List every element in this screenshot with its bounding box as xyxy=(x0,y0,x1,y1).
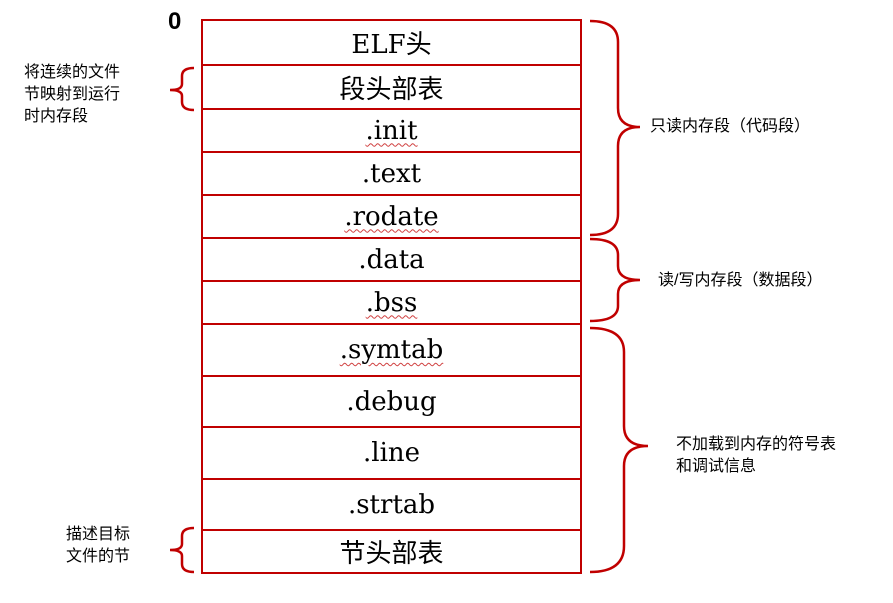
section-segment-header-table: 段头部表 xyxy=(203,66,580,110)
section-label: .init xyxy=(365,115,418,146)
elf-section-table: ELF头 段头部表 .init .text .rodate .data .bss… xyxy=(201,19,582,574)
section-label: .symtab xyxy=(339,335,444,365)
section-label: 段头部表 xyxy=(339,74,444,105)
section-symtab: .symtab xyxy=(203,325,580,377)
section-label: 节头部表 xyxy=(339,539,444,569)
section-strtab: .strtab xyxy=(203,480,580,531)
section-label: .debug xyxy=(346,386,437,417)
brace-segment-header xyxy=(169,66,195,112)
note-read-only: 只读内存段（代码段） xyxy=(650,118,811,135)
section-label: .bss xyxy=(365,287,418,318)
section-text: .text xyxy=(203,153,580,196)
note-section-header: 描述目标 文件的节 xyxy=(66,526,131,565)
section-elf-header: ELF头 xyxy=(203,21,580,66)
section-label: .line xyxy=(362,438,421,468)
note-read-write: 读/写内存段（数据段） xyxy=(658,272,823,289)
offset-zero-label: 0 xyxy=(168,8,182,35)
brace-read-write xyxy=(589,237,641,323)
note-segment-header: 将连续的文件 节映射到运行 时内存段 xyxy=(24,64,121,125)
section-label: .data xyxy=(358,244,425,275)
section-debug: .debug xyxy=(203,377,580,428)
section-data: .data xyxy=(203,239,580,282)
section-label: .strtab xyxy=(347,489,436,520)
section-bss: .bss xyxy=(203,282,580,325)
note-not-loaded: 不加载到内存的符号表 和调试信息 xyxy=(676,436,837,475)
section-line: .line xyxy=(203,428,580,480)
section-label: .rodate xyxy=(344,201,439,232)
section-section-header-table: 节头部表 xyxy=(203,531,580,572)
brace-section-header xyxy=(169,526,195,574)
section-label: .text xyxy=(361,158,422,189)
section-label: ELF头 xyxy=(351,30,432,60)
brace-not-loaded xyxy=(589,326,649,574)
section-init: .init xyxy=(203,110,580,153)
brace-read-only xyxy=(589,19,641,237)
section-rodate: .rodate xyxy=(203,196,580,239)
